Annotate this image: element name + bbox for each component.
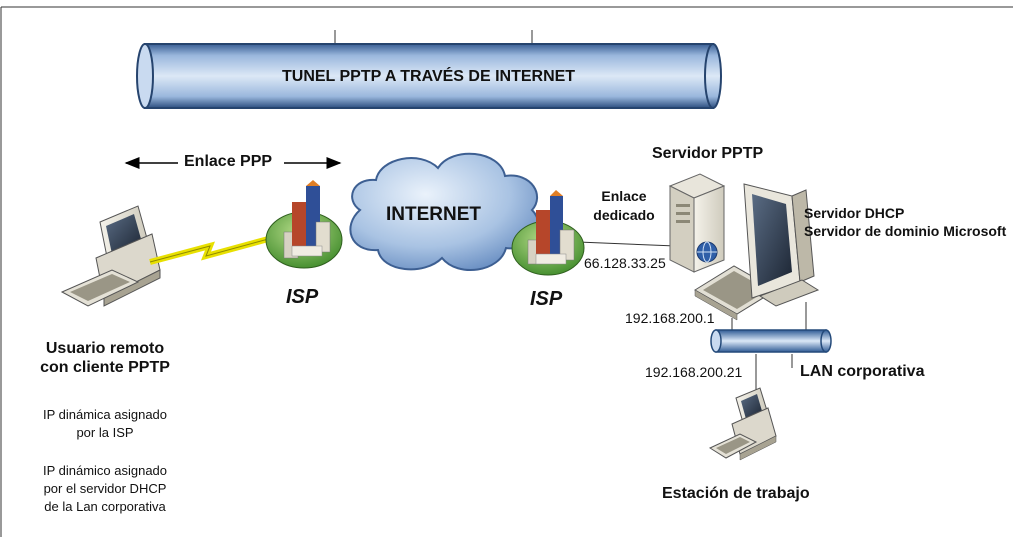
- isp-left-icon: [265, 180, 343, 269]
- tunnel-label: TUNEL PPTP A TRAVÉS DE INTERNET: [282, 68, 576, 85]
- server-keyboard-icon: [694, 265, 777, 321]
- remote-user-note2-line3: de la Lan corporativa: [44, 499, 166, 514]
- lan-label: LAN corporativa: [800, 363, 925, 380]
- workstation-icon: [708, 387, 777, 461]
- remote-user-note2-line2: por el servidor DHCP: [43, 481, 167, 496]
- ppp-link-label: Enlace PPP: [184, 153, 273, 170]
- remote-user-note2-line1: IP dinámico asignado: [42, 463, 168, 478]
- dhcp-monitor-icon: [743, 183, 820, 307]
- isp-right-icon: [511, 190, 585, 276]
- remote-computer-icon: [60, 205, 161, 307]
- remote-user-label-line1: Usuario remoto: [45, 340, 165, 357]
- internet-label: INTERNET: [386, 204, 481, 225]
- isp-left-label: ISP: [286, 286, 319, 308]
- workstation-ip: 192.168.200.21: [645, 364, 743, 380]
- internet-cloud-icon: [349, 152, 540, 272]
- remote-user-note1-line1: IP dinámica asignado: [42, 407, 168, 422]
- pptp-server-label: Servidor PPTP: [652, 145, 764, 162]
- workstation-label: Estación de trabajo: [662, 485, 810, 502]
- remote-user-label-line2: con cliente PPTP: [40, 359, 170, 376]
- lightning-bolt-icon: [149, 235, 273, 265]
- lightning-bolt-outline: [149, 237, 273, 263]
- dhcp-server-label-line2: Servidor de dominio Microsoft: [804, 223, 1007, 239]
- dhcp-server-label-line1: Servidor DHCP: [804, 205, 905, 221]
- remote-user-note1-line2: por la ISP: [76, 425, 134, 440]
- pptp-tunnel: [136, 43, 722, 109]
- pptp-server-icon: [668, 173, 726, 273]
- dedicated-link-line: [577, 241, 677, 247]
- isp-right-label: ISP: [530, 288, 563, 310]
- lan-bus: [710, 329, 832, 353]
- dedicated-link-label-line2: dedicado: [593, 207, 655, 223]
- dedicated-link-label-line1: Enlace: [601, 188, 647, 204]
- pptp-server-lan-ip: 192.168.200.1: [625, 310, 715, 326]
- pptp-server-public-ip: 66.128.33.25: [584, 255, 666, 271]
